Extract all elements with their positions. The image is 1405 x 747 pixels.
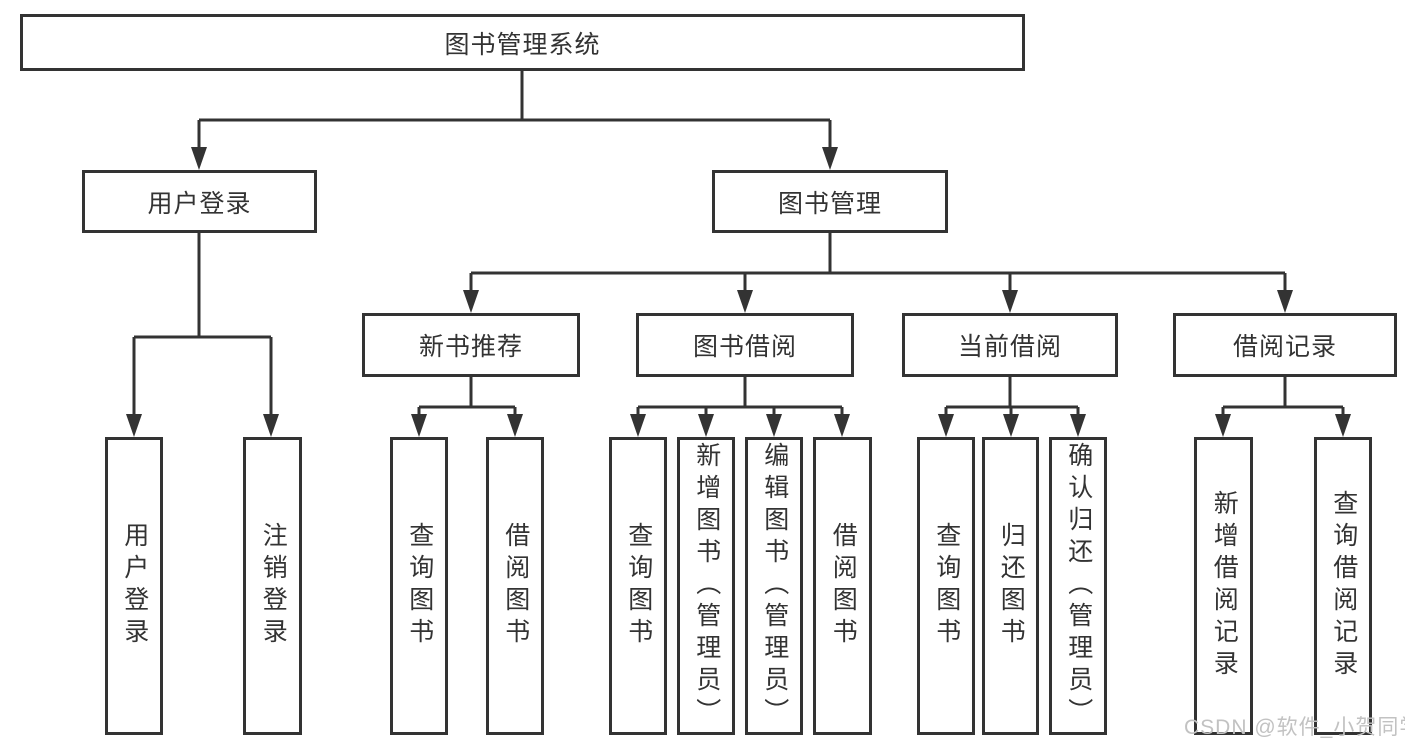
node-book-management-label: 图书管理 <box>777 189 882 218</box>
node-book-management: 图书管理 <box>712 170 948 233</box>
leaf-edit-books-admin-label: 编辑图书（管理员） <box>760 442 789 730</box>
leaf-borrowing-query-books: 查询图书 <box>609 437 667 735</box>
node-library-system-label: 图书管理系统 <box>444 30 601 59</box>
leaf-query-borrow-record: 查询借阅记录 <box>1314 437 1372 735</box>
leaf-query-borrow-record-label: 查询借阅记录 <box>1329 490 1358 682</box>
node-new-book-recommend: 新书推荐 <box>362 313 580 377</box>
leaf-current-query-books: 查询图书 <box>917 437 975 735</box>
node-book-borrowing-label: 图书借阅 <box>692 333 797 361</box>
node-current-borrowing-label: 当前借阅 <box>957 333 1062 361</box>
node-borrow-records-label: 借阅记录 <box>1232 333 1337 361</box>
leaf-borrowing-borrow-books-label: 借阅图书 <box>829 522 858 650</box>
leaf-user-login: 用户登录 <box>105 437 163 735</box>
node-borrow-records: 借阅记录 <box>1173 313 1397 377</box>
leaf-return-books: 归还图书 <box>982 437 1039 735</box>
leaf-confirm-return-admin-label: 确认归还（管理员） <box>1064 442 1093 730</box>
watermark: CSDN @软件_小贺同学 <box>1184 716 1405 739</box>
leaf-user-login-label: 用户登录 <box>120 522 149 650</box>
leaf-borrowing-borrow-books: 借阅图书 <box>813 437 872 735</box>
node-user-login-label: 用户登录 <box>147 189 252 218</box>
leaf-logout-label: 注销登录 <box>259 522 288 650</box>
leaf-add-books-admin: 新增图书（管理员） <box>677 437 735 735</box>
node-user-login: 用户登录 <box>82 170 317 233</box>
leaf-add-borrow-record: 新增借阅记录 <box>1194 437 1253 735</box>
leaf-return-books-label: 归还图书 <box>997 522 1026 650</box>
leaf-logout: 注销登录 <box>243 437 302 735</box>
node-current-borrowing: 当前借阅 <box>902 313 1118 377</box>
leaf-recommend-borrow-books: 借阅图书 <box>486 437 544 735</box>
leaf-recommend-query-books-label: 查询图书 <box>405 522 434 650</box>
leaf-recommend-query-books: 查询图书 <box>390 437 448 735</box>
node-library-system: 图书管理系统 <box>20 14 1025 71</box>
leaf-confirm-return-admin: 确认归还（管理员） <box>1049 437 1107 735</box>
leaf-add-borrow-record-label: 新增借阅记录 <box>1210 490 1239 682</box>
leaf-edit-books-admin: 编辑图书（管理员） <box>745 437 803 735</box>
leaf-borrowing-query-books-label: 查询图书 <box>624 522 653 650</box>
leaf-recommend-borrow-books-label: 借阅图书 <box>501 522 530 650</box>
leaf-current-query-books-label: 查询图书 <box>932 522 961 650</box>
leaf-add-books-admin-label: 新增图书（管理员） <box>692 442 721 730</box>
node-book-borrowing: 图书借阅 <box>636 313 854 377</box>
node-new-book-recommend-label: 新书推荐 <box>418 333 523 361</box>
